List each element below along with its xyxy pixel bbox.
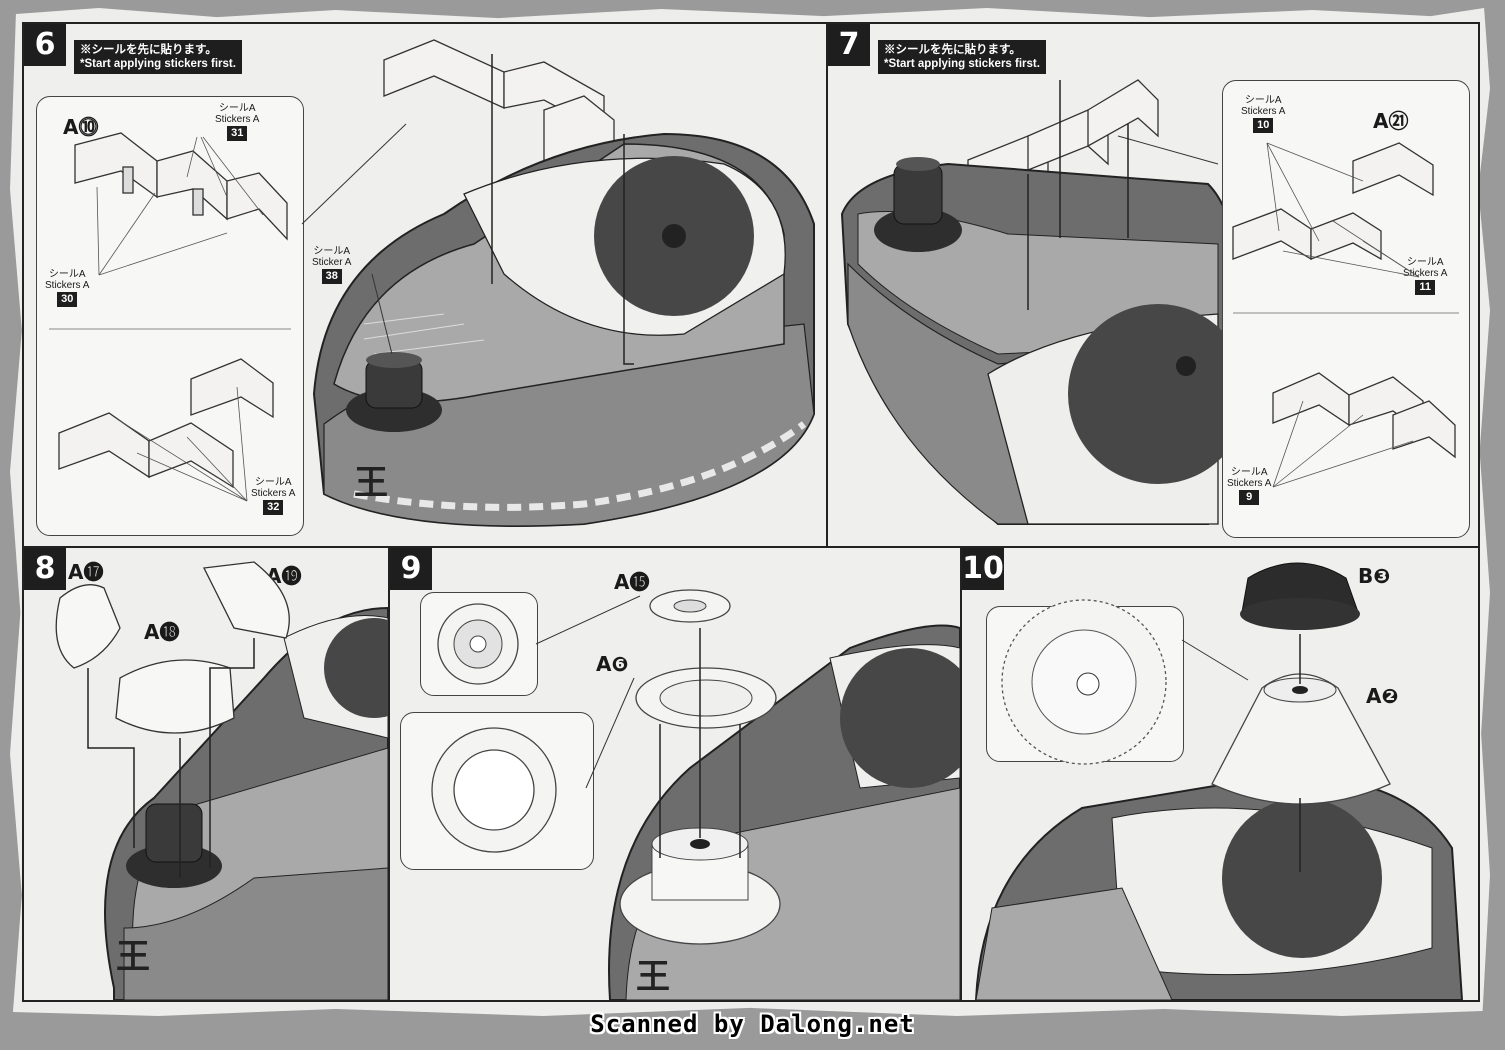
ship-hull-illustration: 王: [301, 39, 815, 527]
mast-base-illustration: 王: [55, 561, 388, 1000]
part-label: A❷: [1366, 684, 1399, 708]
part-label: A⓲: [144, 620, 180, 644]
ring-assembly-illustration: 王: [431, 589, 960, 1000]
svg-text:王: 王: [636, 957, 670, 997]
svg-text:王: 王: [354, 463, 388, 503]
step-number: 8: [24, 548, 66, 590]
wall-parts-illustration: [49, 132, 291, 502]
part-label: A㉑: [1373, 109, 1409, 133]
step-number: 9: [390, 548, 432, 590]
part-label: A⓾: [63, 115, 99, 139]
step-number: 10: [962, 548, 1004, 590]
sticker-note: ※シールを先に貼ります。 *Start applying stickers fi…: [74, 40, 242, 74]
sticker-note: ※シールを先に貼ります。 *Start applying stickers fi…: [878, 40, 1046, 74]
ship-hull-illustration: [840, 79, 1248, 525]
step-number: 7: [828, 24, 870, 66]
scan-credit: Scanned by Dalong.net: [590, 1010, 915, 1038]
svg-text:王: 王: [116, 937, 150, 977]
step-7-panel: 7 ※シールを先に貼ります。 *Start applying stickers …: [826, 22, 1480, 548]
wall-parts-illustration: [1232, 142, 1459, 488]
part-label: A❻: [596, 652, 629, 676]
step-9-panel: 9 A⓯ A❻ 王: [388, 546, 962, 1002]
part-label: A⓱: [68, 560, 104, 584]
step-10-panel: 10 B❸ A❷: [960, 546, 1480, 1002]
step-number: 6: [24, 24, 66, 66]
cone-assembly-illustration: [974, 562, 1464, 1000]
step-6-panel: 6 ※シールを先に貼ります。 *Start applying stickers …: [22, 22, 828, 548]
part-label: B❸: [1358, 564, 1391, 588]
part-label: A⓯: [614, 570, 650, 594]
step-8-panel: 8 A⓱ A⓲ A⓳ 王: [22, 546, 390, 1002]
